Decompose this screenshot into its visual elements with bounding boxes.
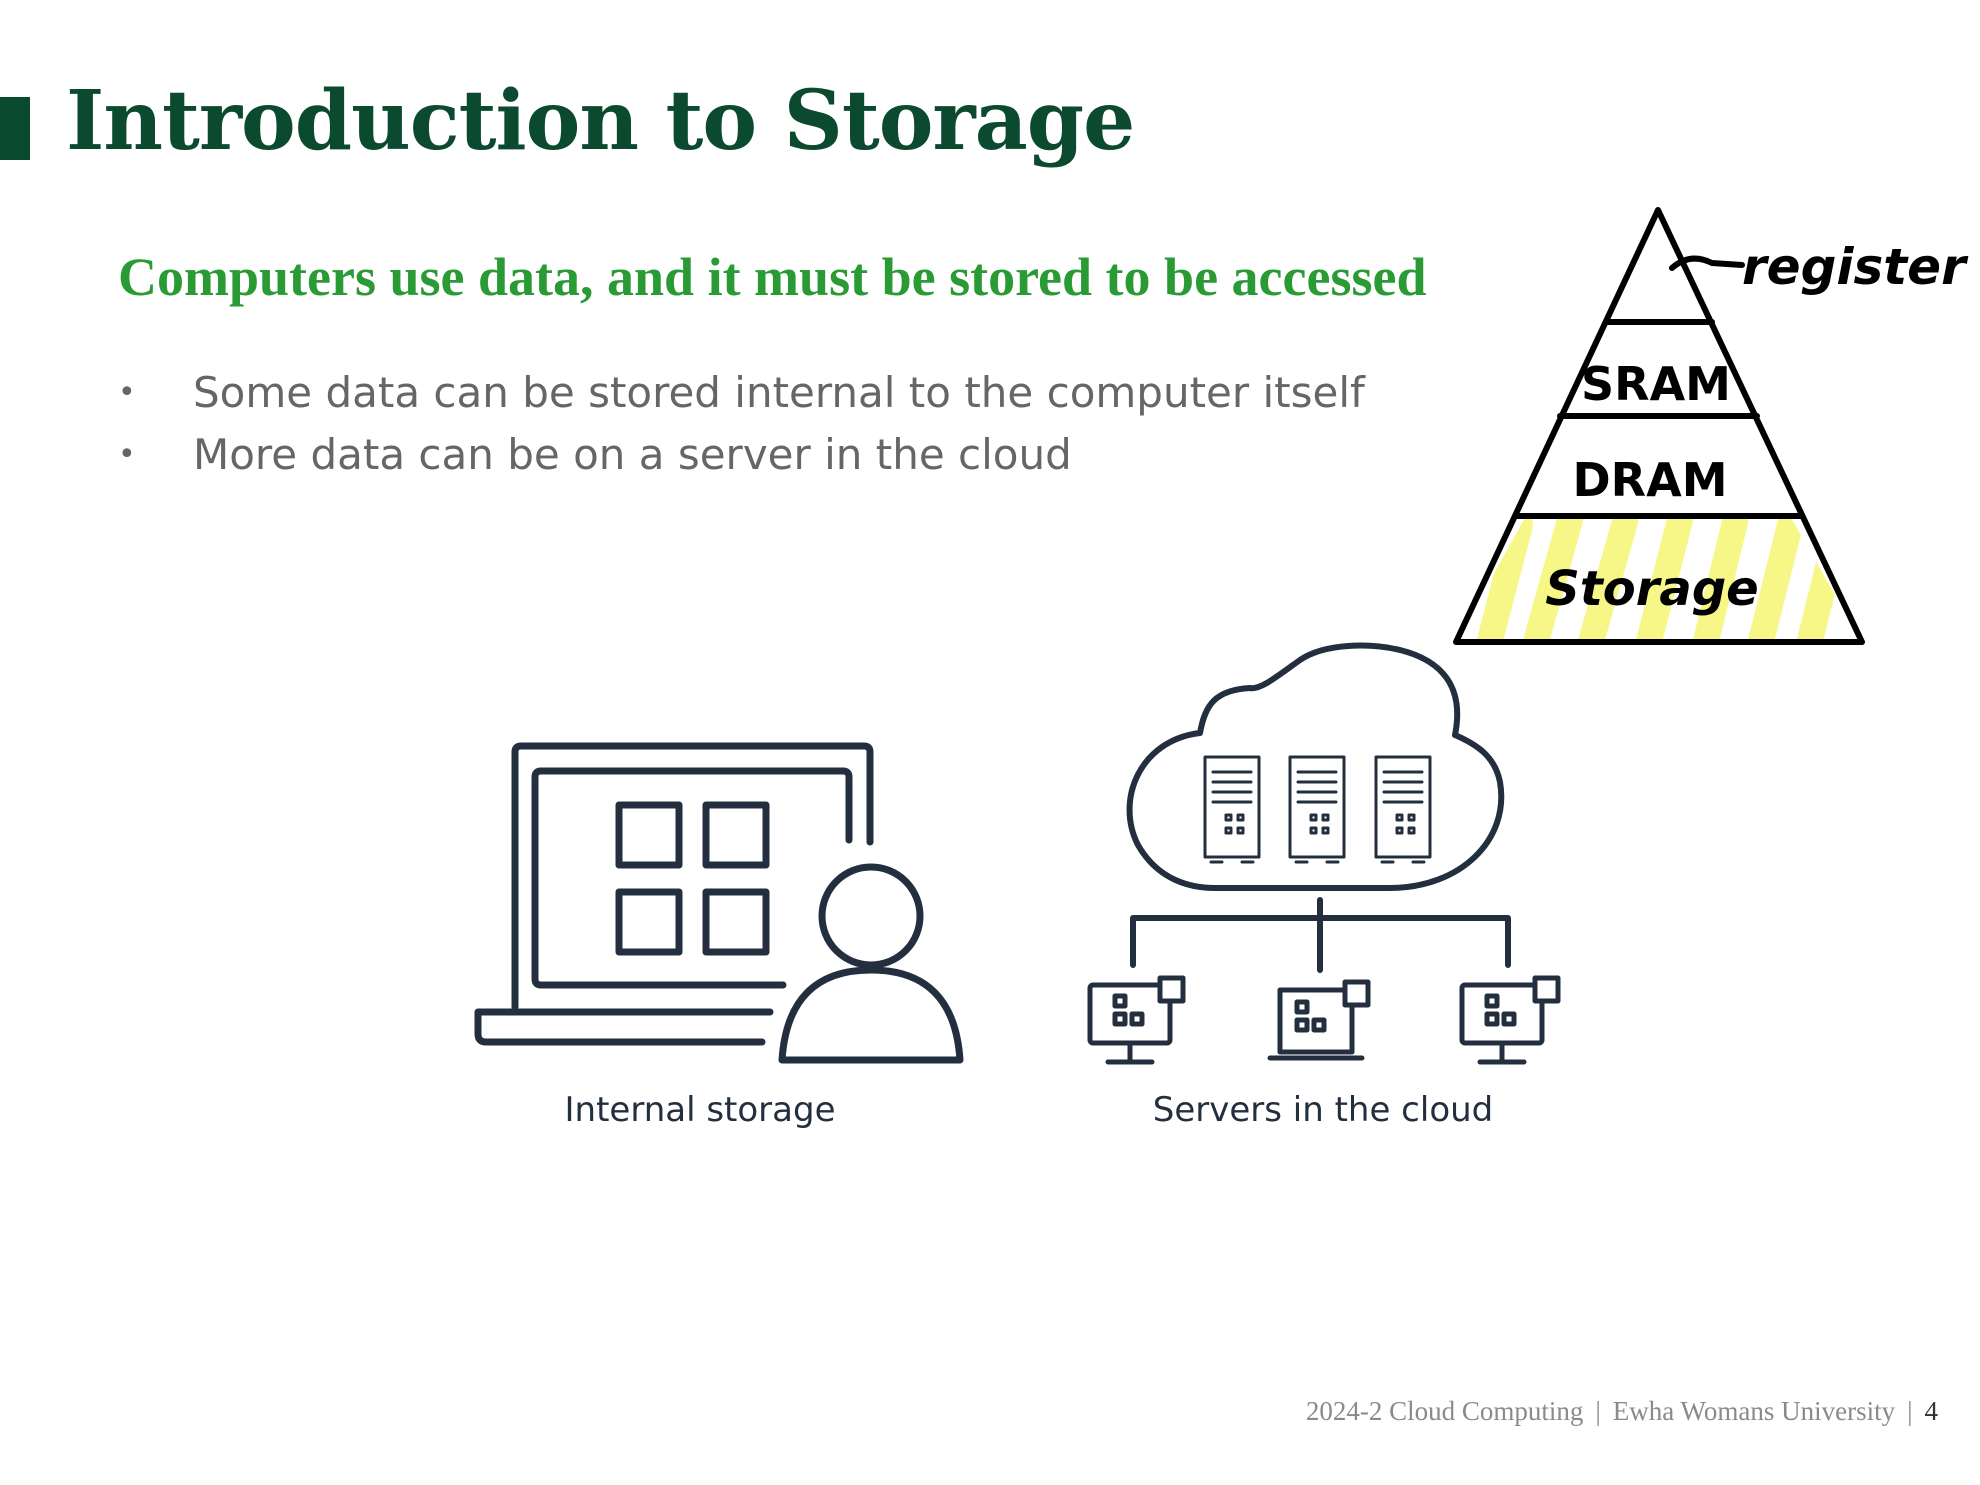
desktop-client-icon <box>1459 975 1561 1065</box>
cloud-servers-caption: Servers in the cloud <box>1152 1090 1494 1130</box>
pyramid-level-storage: Storage <box>1545 561 1758 617</box>
internal-storage-caption: Internal storage <box>564 1090 836 1130</box>
window-tile <box>615 888 683 956</box>
footer-separator: | <box>1595 1396 1601 1426</box>
cloud-icon <box>1126 642 1505 891</box>
server-icons <box>1203 755 1432 864</box>
page-number: 4 <box>1924 1396 1939 1426</box>
title-accent-bar <box>0 97 30 160</box>
desktop-client-icon <box>1087 975 1186 1065</box>
footer-university: Ewha Womans University <box>1612 1396 1896 1426</box>
server-icon <box>1203 755 1261 864</box>
pyramid-level-register: register <box>1742 238 1969 296</box>
footer-course: 2024-2 Cloud Computing <box>1305 1396 1584 1426</box>
server-icon <box>1288 755 1346 864</box>
bullet-item: More data can be on a server in the clou… <box>118 424 1365 486</box>
laptop-client-icon <box>1267 979 1371 1061</box>
pyramid-outline <box>1453 207 1865 645</box>
bullet-item: Some data can be stored internal to the … <box>118 362 1365 424</box>
slide-subtitle: Computers use data, and it must be store… <box>118 247 1427 307</box>
pyramid-level-sram: SRAM <box>1581 357 1731 411</box>
cloud-servers-icon <box>1087 642 1561 1065</box>
footer-separator: | <box>1907 1396 1913 1426</box>
window-tile <box>702 801 770 869</box>
pyramid-level-dram: DRAM <box>1573 453 1728 507</box>
memory-pyramid: register SRAM DRAM Storage <box>1453 207 1969 645</box>
server-icon <box>1374 755 1432 864</box>
slide-footer: 2024-2 Cloud Computing | Ewha Womans Unive… <box>1306 1396 1938 1427</box>
bullet-list: Some data can be stored internal to the … <box>118 362 1365 486</box>
laptop-user-icon <box>474 742 964 1064</box>
user-icon <box>818 863 924 969</box>
register-pointer <box>1669 255 1745 271</box>
window-tile <box>615 801 683 869</box>
window-tile <box>702 888 770 956</box>
network-lines <box>1130 897 1511 973</box>
slide-title: Introduction to Storage <box>66 73 1135 169</box>
